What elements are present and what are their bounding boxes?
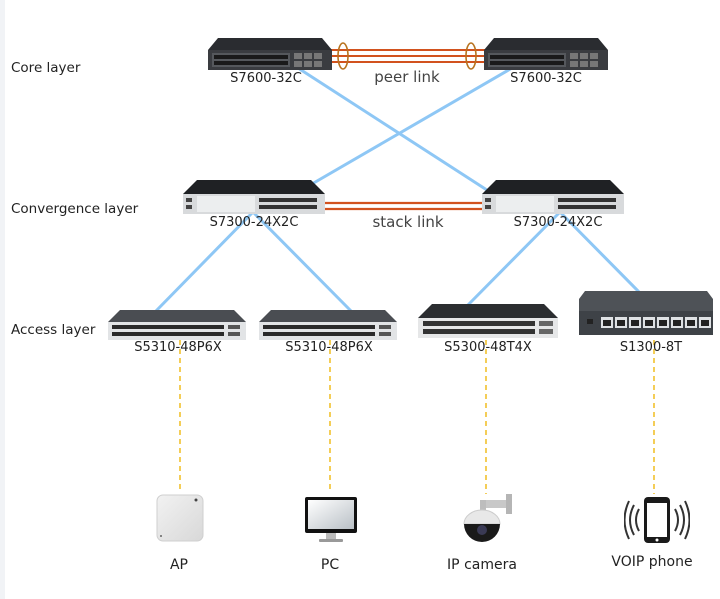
stack-link-label: stack link [372, 213, 444, 231]
ip-camera-icon [463, 494, 512, 542]
layer-label-core: Core layer [11, 60, 81, 76]
uplink-core2-conv1 [304, 66, 513, 190]
convergence-switch-2-model: S7300-24X2C [513, 215, 603, 230]
convergence-switch-2[interactable] [482, 180, 624, 214]
uplink-conv2-access4 [558, 210, 643, 296]
access-switch-1[interactable] [108, 310, 246, 340]
access-switch-2-model: S5310-48P6X [285, 340, 373, 355]
convergence-switch-1-model: S7300-24X2C [209, 215, 299, 230]
voip-phone-icon [624, 497, 690, 543]
core-switch-2[interactable] [484, 38, 608, 70]
uplink-core1-conv2 [297, 66, 491, 194]
layer-label-convergence: Convergence layer [11, 201, 139, 217]
layer-label-access: Access layer [11, 322, 96, 338]
convergence-switch-1[interactable] [183, 180, 325, 214]
end-device-label-voip-phone: VOIP phone [611, 554, 693, 570]
access-switch-3-model: S5300-48T4X [444, 340, 532, 355]
access-point-icon [156, 494, 204, 542]
uplink-conv2-access3 [463, 210, 562, 310]
end-device-label-ap: AP [169, 557, 189, 573]
lag-ring-left [337, 42, 349, 70]
left-margin-strip [0, 0, 5, 599]
core-switch-2-model: S7600-32C [510, 71, 582, 86]
access-switch-4[interactable] [579, 291, 713, 337]
end-device-label-pc: PC [320, 557, 340, 573]
core-switch-1-model: S7600-32C [230, 71, 302, 86]
access-switch-3[interactable] [418, 304, 558, 338]
access-switch-2[interactable] [259, 310, 397, 340]
stack-link-cables [322, 201, 484, 211]
monitor-icon [305, 497, 357, 542]
lag-ring-right [465, 42, 477, 70]
uplink-conv1-access1 [153, 210, 255, 314]
uplink-conv1-access2 [251, 210, 354, 314]
peer-link-label: peer link [374, 68, 440, 86]
access-switch-1-model: S5310-48P6X [134, 340, 222, 355]
peer-link-cables [330, 49, 485, 63]
core-switch-1[interactable] [208, 38, 332, 70]
end-device-label-ip-camera: IP camera [447, 557, 517, 573]
access-switch-4-model: S1300-8T [619, 340, 683, 355]
